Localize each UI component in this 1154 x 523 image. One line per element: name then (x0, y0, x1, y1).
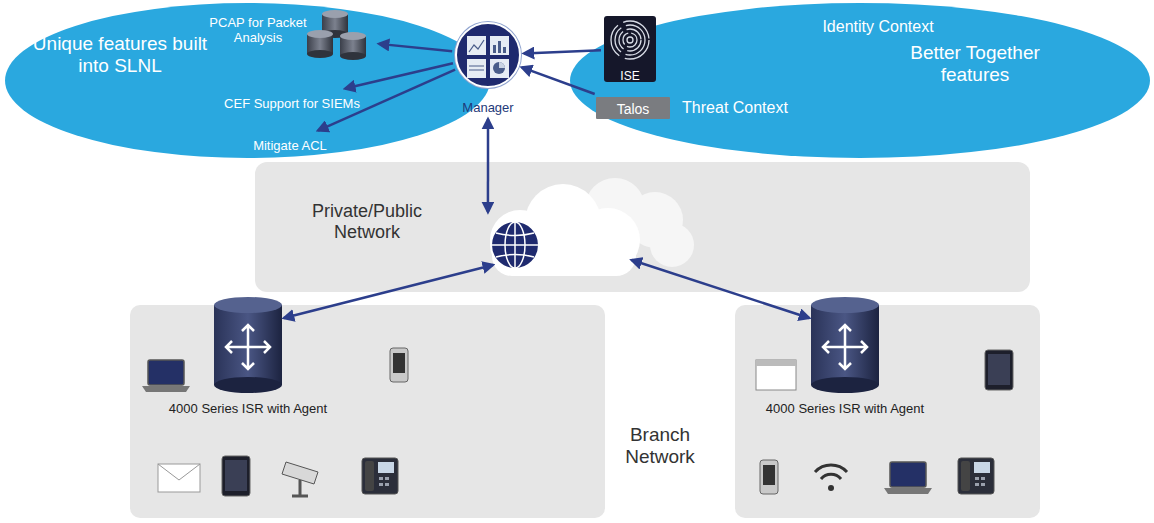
text-holder: CEF Support for SIEMs (212, 94, 372, 112)
label-holder: Branch Network (600, 424, 720, 468)
email-icon (158, 464, 200, 492)
feature-ellipse: Unique features built into SLNLPCAP for … (5, 3, 490, 158)
mobile-phone-icon (760, 460, 778, 494)
text-holder: Talos (596, 100, 670, 118)
laptop-icon (884, 462, 932, 494)
talos-box: Talos (596, 97, 670, 119)
node-text: Identity Context (822, 18, 933, 36)
node-text: 4000 Series ISR with Agent (766, 402, 924, 417)
text-holder: Unique features built into SLNL (33, 33, 208, 77)
node-text: Mitigate ACL (253, 139, 327, 154)
node-text: CEF Support for SIEMs (224, 97, 360, 112)
node-text: PCAP for Packet Analysis (206, 16, 310, 46)
circle-shape (455, 22, 521, 88)
network-band: Private/Public Network (255, 162, 1030, 292)
browser-window-icon (756, 360, 796, 390)
mobile-phone-icon (390, 348, 408, 382)
manager-circle: Manager (455, 22, 521, 114)
node-text: Talos (617, 101, 650, 117)
branch-panel: 4000 Series ISR with Agent (735, 305, 1040, 518)
ise-box: ISE (604, 16, 656, 82)
desk-phone-icon (958, 458, 994, 494)
connector-arrow (487, 119, 490, 212)
router-icon (214, 297, 282, 393)
tablet-icon (222, 456, 250, 496)
node-text: Better Together features (893, 42, 1058, 86)
router-icon (811, 297, 879, 393)
feature-item: CEF Support for SIEMs (220, 92, 364, 111)
node-text: Private/Public Network (297, 201, 437, 242)
text-holder: Identity Context (778, 18, 978, 36)
text-holder: ISE (605, 66, 655, 84)
feature-item: PCAP for Packet Analysis (208, 10, 376, 60)
feature-item: Mitigate ACL (249, 134, 331, 153)
desk-phone-icon (362, 458, 398, 494)
text-holder: Threat Context (660, 99, 810, 117)
text-holder: Better Together features (893, 42, 1058, 86)
node-text: Threat Context (682, 99, 788, 117)
text-holder: PCAP for Packet Analysis (206, 16, 310, 46)
text-holder: 4000 Series ISR with Agent (745, 399, 945, 417)
node-text: Manager (462, 101, 513, 116)
globe-icon (491, 221, 539, 269)
text-holder: 4000 Series ISR with Agent (148, 399, 348, 417)
node-text: ISE (620, 70, 639, 84)
laptop-icon (142, 360, 190, 392)
text-holder: Private/Public Network (297, 201, 437, 242)
branch-panel: 4000 Series ISR with Agent (130, 305, 605, 518)
node-text: Unique features built into SLNL (33, 33, 208, 77)
node-text: 4000 Series ISR with Agent (169, 402, 327, 417)
tablet-icon (985, 350, 1013, 390)
text-holder: Manager (448, 98, 528, 116)
area-label: Branch Network (600, 424, 720, 468)
text-holder: Mitigate ACL (230, 136, 350, 154)
context-ellipse: Identity ContextBetter Together features… (570, 3, 1150, 158)
